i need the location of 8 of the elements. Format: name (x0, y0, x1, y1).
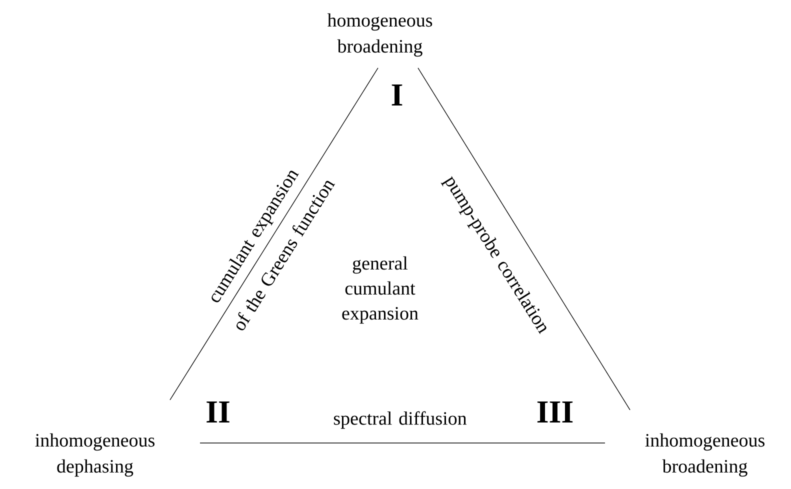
corner-label: inhomogeneous broadening III (537, 402, 764, 477)
corner-label: inhomogeneous dephasing II (35, 402, 230, 477)
line (200, 442, 606, 444)
line (418, 68, 630, 410)
line (170, 68, 378, 400)
center-label: general cumulant expansion (342, 256, 418, 324)
edge-label: spectral diffusion (334, 411, 467, 429)
corner-label: homogeneous broadening I (327, 13, 432, 106)
